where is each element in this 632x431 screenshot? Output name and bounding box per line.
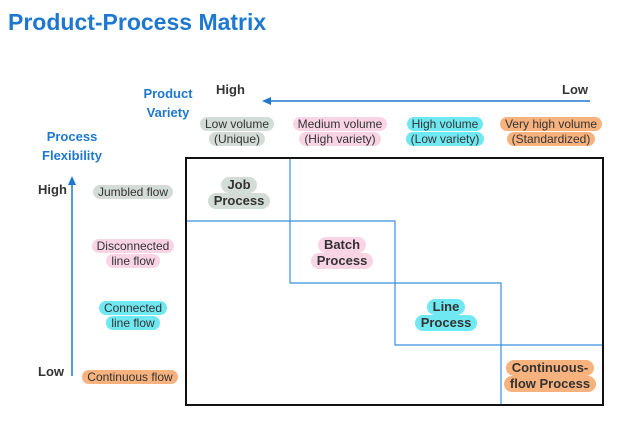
column-header-line1: High volume: [406, 117, 484, 131]
process-line2: Process: [310, 253, 374, 269]
matrix-frame: [185, 157, 604, 406]
column-header-line2: (Low variety): [405, 132, 485, 146]
column-header-medium-volume: Medium volume (High variety): [290, 116, 390, 146]
row-label-connected-line-flow: Connected line flow: [86, 300, 180, 330]
process-line1: Job: [221, 177, 257, 193]
process-line1: Continuous-: [505, 360, 595, 376]
product-variety-line2: Variety: [146, 105, 190, 120]
product-variety-label: Product Variety: [140, 84, 196, 122]
column-header-very-high-volume: Very high volume (Standardized): [497, 116, 605, 146]
process-flexibility-line2: Flexibility: [42, 148, 102, 163]
process-line2: Process: [207, 193, 271, 209]
column-header-line1: Low volume: [199, 117, 275, 131]
column-header-low-volume: Low volume (Unique): [197, 116, 277, 146]
process-flexibility-high: High: [38, 182, 67, 197]
product-variety-high: High: [216, 82, 245, 97]
process-line: Line Process: [400, 299, 492, 331]
process-line1: Batch: [317, 237, 367, 253]
column-header-line2: (Standardized): [506, 132, 596, 146]
page-title: Product-Process Matrix: [8, 9, 267, 35]
process-flexibility-low: Low: [38, 364, 64, 379]
product-variety-low: Low: [562, 82, 588, 97]
column-header-high-volume: High volume (Low variety): [400, 116, 490, 146]
row-label-line1: Connected: [98, 301, 168, 315]
process-line2: flow Process: [503, 376, 597, 392]
process-flexibility-arrow: [68, 176, 76, 376]
process-batch: Batch Process: [296, 237, 388, 269]
column-header-line1: Very high volume: [499, 117, 603, 131]
column-header-line1: Medium volume: [292, 117, 388, 131]
row-label-line2: line flow: [106, 316, 160, 330]
matrix-diagonal-steps: [187, 159, 602, 404]
row-label-line1: Disconnected: [91, 239, 175, 253]
process-continuous-flow: Continuous- flow Process: [498, 360, 602, 392]
product-variety-arrow: [262, 97, 590, 105]
row-label-line1: Continuous flow: [82, 370, 178, 384]
row-label-jumbled-flow: Jumbled flow: [86, 184, 180, 199]
row-label-disconnected-line-flow: Disconnected line flow: [82, 238, 184, 268]
process-flexibility-line1: Process: [46, 129, 98, 144]
process-job: Job Process: [193, 177, 285, 209]
column-header-line2: (High variety): [299, 132, 381, 146]
process-flexibility-label: Process Flexibility: [38, 127, 106, 165]
row-label-continuous-flow: Continuous flow: [82, 369, 178, 384]
step-continuous-outline: [500, 344, 602, 404]
column-header-line2: (Unique): [208, 132, 266, 146]
product-variety-line1: Product: [143, 86, 193, 101]
process-line2: Process: [414, 315, 478, 331]
process-line1: Line: [426, 299, 466, 315]
row-label-line2: line flow: [106, 254, 160, 268]
row-label-line1: Jumbled flow: [92, 185, 174, 199]
